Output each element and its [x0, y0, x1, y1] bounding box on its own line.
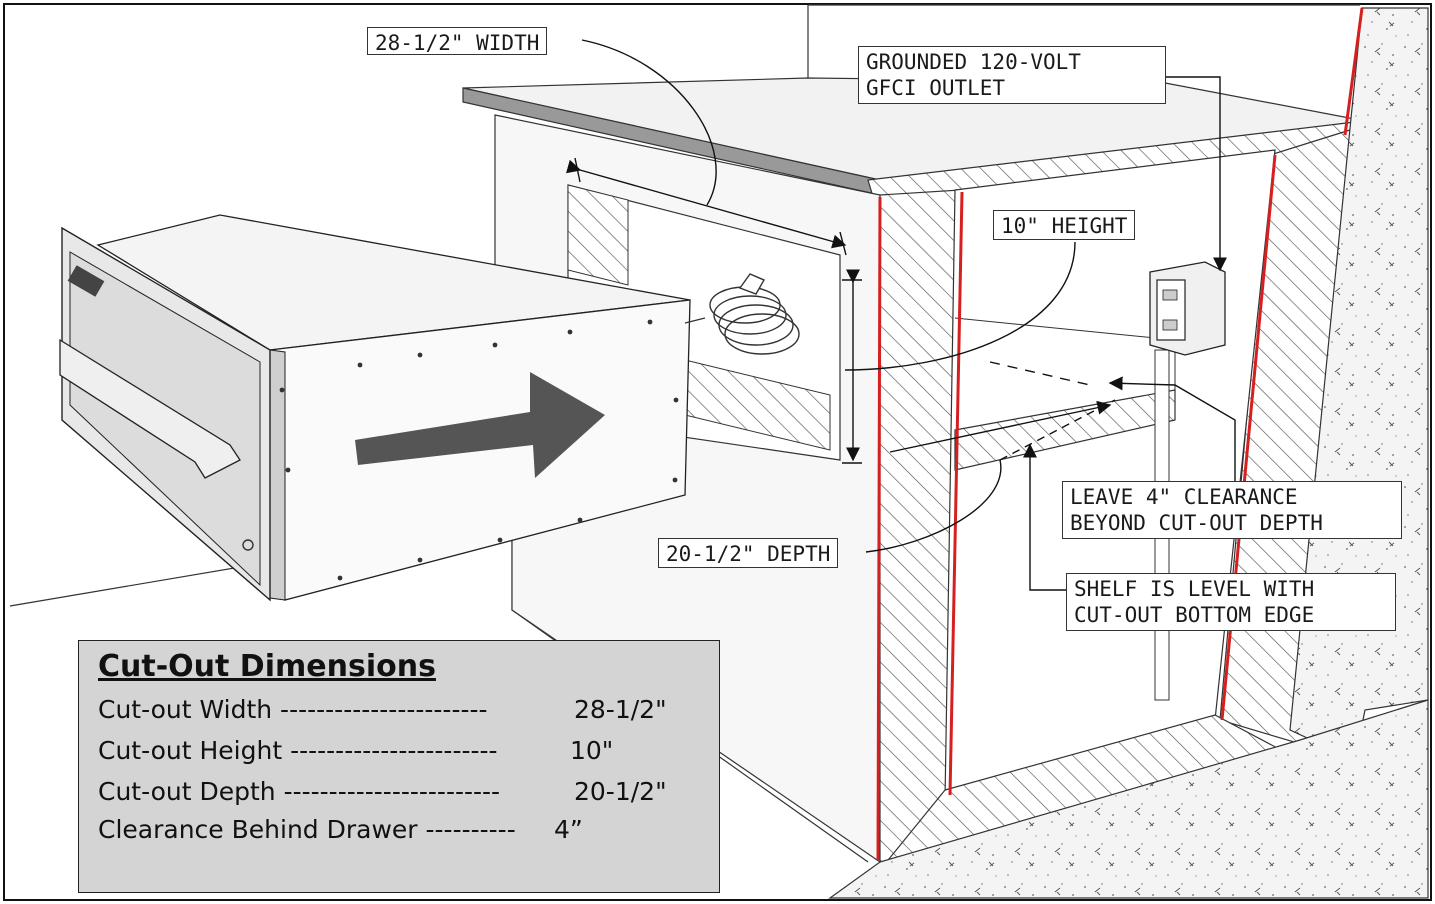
frame-border: [3, 3, 1432, 901]
dimension-label: Clearance Behind Drawer ----------: [98, 815, 516, 844]
depth-callout: 20-1/2" DEPTH: [658, 538, 839, 568]
dimensions-title: Cut-Out Dimensions: [98, 649, 436, 684]
height-callout: 10" HEIGHT: [993, 210, 1136, 240]
shelf-callout-line-1: SHELF IS LEVEL WITH: [1074, 577, 1315, 601]
gfci-callout-line-2: GFCI OUTLET: [866, 76, 1006, 100]
dimension-lines: [565, 39, 1236, 591]
dimension-value: 10": [570, 736, 614, 765]
dimension-label: Cut-out Width -----------------------: [98, 695, 488, 724]
dimension-value: 20-1/2": [574, 777, 667, 806]
gfci-callout: GROUNDED 120-VOLT GFCI OUTLET: [858, 46, 1166, 104]
drawer-unit: [59, 214, 691, 602]
dimension-label: Cut-out Depth ------------------------: [98, 777, 501, 806]
depth-callout-text: 20-1/2" DEPTH: [666, 542, 831, 566]
clearance-callout-line-2: BEYOND CUT-OUT DEPTH: [1070, 511, 1323, 535]
slide-in-arrow-icon: [355, 372, 605, 478]
concrete-wall: [828, 7, 1429, 899]
width-callout: 28-1/2" WIDTH: [367, 27, 548, 55]
shelf-callout-line-2: CUT-OUT BOTTOM EDGE: [1074, 603, 1315, 627]
dimension-label: Cut-out Height -----------------------: [98, 736, 498, 765]
gfci-outlet-icon: [1149, 261, 1226, 356]
clearance-callout-line-1: LEAVE 4" CLEARANCE: [1070, 485, 1298, 509]
dimension-value: 4”: [554, 815, 583, 844]
height-callout-text: 10" HEIGHT: [1001, 214, 1128, 238]
cutout-dimensions-panel: Cut-Out Dimensions Cut-out Width -------…: [78, 640, 720, 893]
dimension-value: 28-1/2": [574, 695, 667, 724]
gfci-callout-line-1: GROUNDED 120-VOLT: [866, 50, 1081, 74]
shelf-callout: SHELF IS LEVEL WITH CUT-OUT BOTTOM EDGE: [1066, 573, 1396, 631]
clearance-callout: LEAVE 4" CLEARANCE BEYOND CUT-OUT DEPTH: [1062, 481, 1402, 539]
width-callout-text: 28-1/2" WIDTH: [375, 31, 540, 55]
power-cord-icon: [684, 273, 800, 355]
